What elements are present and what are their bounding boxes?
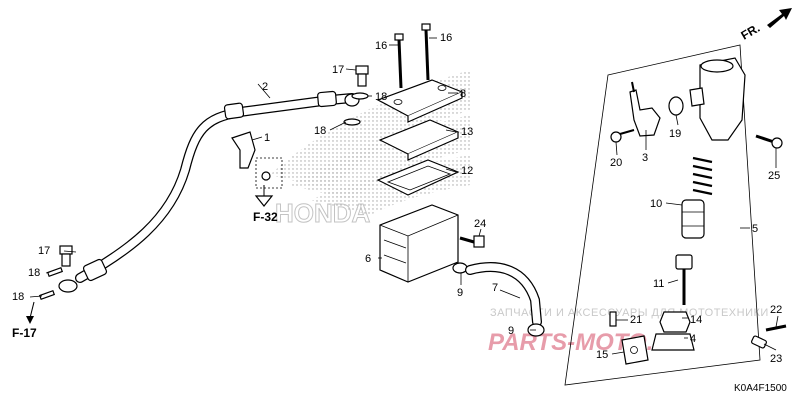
callout-21: 21 — [630, 314, 642, 326]
leader-lines — [29, 37, 779, 355]
callout-11: 11 — [653, 278, 664, 290]
hose-clamp — [231, 131, 256, 169]
callout-2: 2 — [262, 81, 268, 93]
hose-body — [76, 94, 356, 282]
callout-9b: 9 — [508, 325, 514, 337]
reservoir-hose-body — [466, 263, 541, 326]
watermark-text: ЗАПЧАСТИ И АКСЕССУАРЫ ДЛЯ МОТОТЕХНИКИ — [490, 307, 769, 319]
hose-fitting-upper — [223, 102, 245, 120]
callout-18a: 18 — [375, 91, 387, 103]
washer-18-upper-b — [343, 118, 361, 126]
callout-18b: 18 — [314, 125, 326, 137]
spring — [692, 156, 713, 196]
master-cylinder-body — [689, 57, 746, 141]
callout-14: 14 — [690, 314, 702, 326]
callout-1: 1 — [264, 132, 270, 144]
washer-18-upper-a — [351, 92, 369, 100]
callout-4: 4 — [690, 333, 696, 345]
callout-20: 20 — [610, 157, 622, 169]
callout-18c: 18 — [28, 267, 40, 279]
banjo-lower — [58, 279, 78, 293]
ref-f17: F-17 — [12, 301, 37, 340]
callout-10: 10 — [650, 198, 662, 210]
clamp-screw — [261, 171, 271, 181]
cotter-pin-22 — [765, 324, 787, 332]
ref-f32: F-32 — [253, 185, 278, 224]
bolt-25 — [755, 134, 783, 149]
callout-15: 15 — [596, 349, 608, 361]
joint-pin-23 — [751, 335, 767, 349]
callout-25: 25 — [768, 170, 780, 182]
callout-16b: 16 — [440, 32, 452, 44]
callout-5: 5 — [752, 223, 758, 235]
push-rod-11 — [675, 254, 693, 305]
callout-12: 12 — [461, 165, 473, 177]
front-direction-indicator: FR. — [739, 8, 792, 43]
reservoir-diaphragm — [376, 159, 460, 196]
callout-17a: 17 — [332, 64, 344, 76]
long-bolt-16a — [394, 33, 404, 89]
callout-17b: 17 — [38, 245, 50, 257]
reservoir-body — [379, 204, 459, 283]
callout-6: 6 — [365, 253, 371, 265]
assembly-outline — [564, 44, 761, 386]
callout-9a: 9 — [457, 287, 463, 299]
front-arrow-icon — [767, 8, 792, 28]
washer-18-lower-a — [46, 266, 64, 278]
callout-7: 7 — [492, 282, 498, 294]
ref-label-f32: F-32 — [253, 210, 278, 224]
callout-24: 24 — [474, 218, 486, 230]
banjo-bolt-17-lower — [59, 245, 73, 267]
callout-23: 23 — [770, 353, 782, 365]
mounting-bolt-24 — [459, 235, 485, 248]
callout-3: 3 — [642, 152, 648, 164]
hose-joint-3 — [629, 81, 661, 137]
banjo-bolt-17-upper — [355, 65, 369, 87]
nut-14 — [659, 311, 691, 333]
callout-16a: 16 — [375, 40, 387, 52]
joint-15 — [621, 335, 649, 365]
f32-detail-box — [255, 157, 283, 189]
pin-21 — [609, 311, 617, 327]
diagram-code: K0A4F1500 — [734, 383, 787, 394]
boot-4 — [651, 333, 695, 351]
callout-8: 8 — [460, 88, 466, 100]
honda-wordmark-logo: HONDA — [275, 198, 371, 228]
callout-labels: 2 1 16 16 17 18 18 8 13 12 6 24 9 7 9 3 … — [12, 32, 782, 365]
hose-fitting-mid — [317, 90, 337, 108]
callout-22: 22 — [770, 304, 782, 316]
ref-label-f17: F-17 — [12, 326, 37, 340]
callout-13: 13 — [461, 126, 473, 138]
callout-19: 19 — [669, 128, 681, 140]
washer-18-lower-b — [38, 289, 56, 301]
callout-18d: 18 — [12, 291, 24, 303]
piston-set-10 — [681, 199, 705, 239]
hose-fitting-lower — [82, 258, 108, 282]
direction-label: FR. — [739, 21, 763, 43]
clip-9-upper — [452, 262, 468, 274]
screw-20 — [610, 129, 635, 143]
long-bolt-16b — [421, 23, 431, 81]
o-ring-19 — [668, 96, 684, 116]
